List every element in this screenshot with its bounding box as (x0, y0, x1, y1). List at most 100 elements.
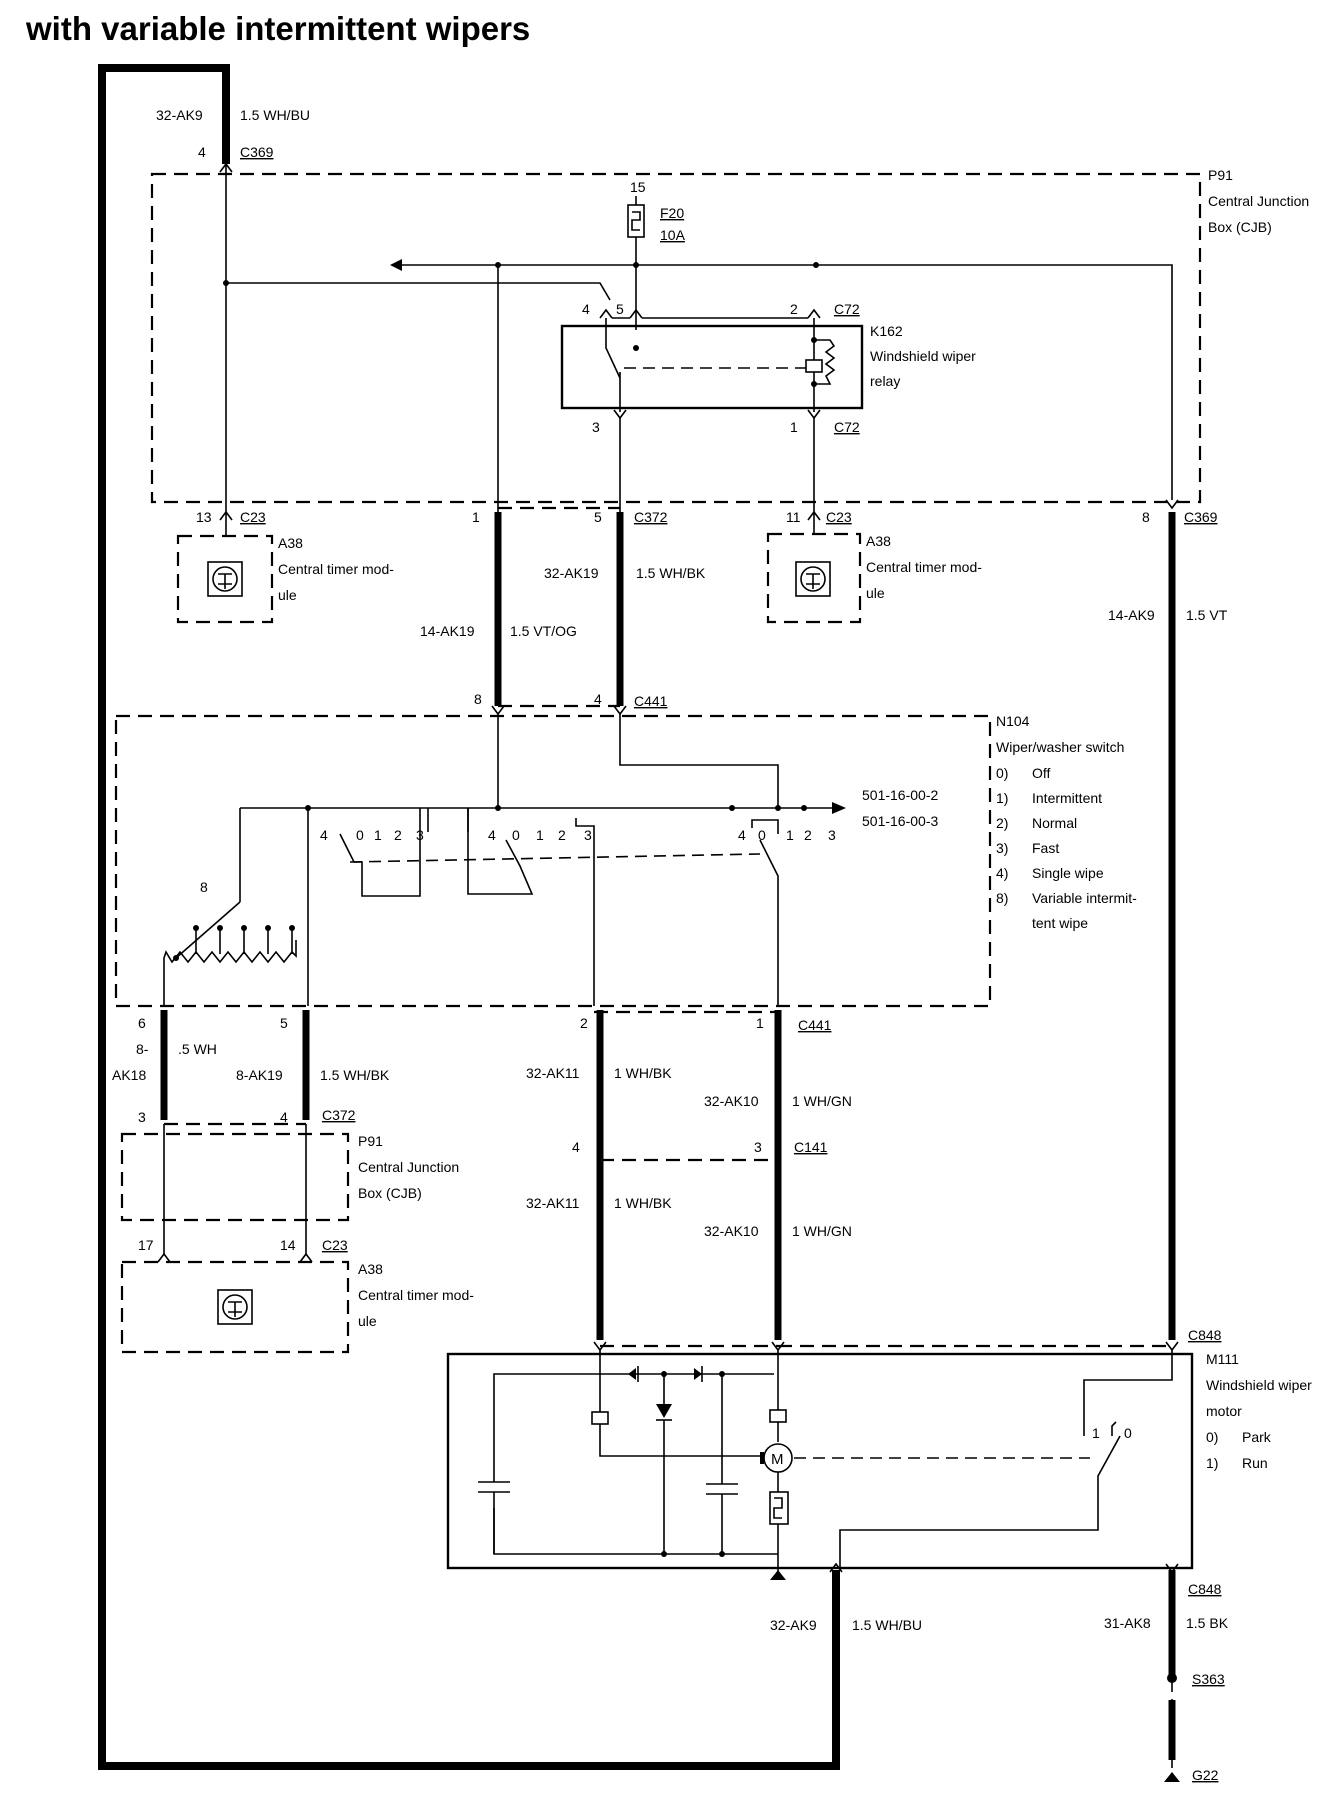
cjb-lower-id: P91 (358, 1133, 383, 1149)
diagram-title: with variable intermittent wipers (25, 10, 530, 47)
splice-icon (1167, 1673, 1177, 1683)
bottom-right-wire-code: 31-AK8 (1104, 1615, 1151, 1631)
capacitor-left-icon (478, 1481, 510, 1493)
cjb-pin-5: 5 (594, 509, 602, 525)
relay-connector-arrows-bottom (613, 409, 821, 420)
cjb-connector-c372: C372 (634, 509, 668, 525)
relay-contact-switch (605, 318, 621, 412)
contact-label: 2 (394, 827, 402, 843)
switch-pin-4: 4 (594, 691, 602, 707)
contact-label: 1 (786, 827, 794, 843)
wire-ak11-code-2: 32-AK11 (526, 1195, 580, 1211)
fuse-pin: 15 (630, 179, 646, 195)
timer-module-icon (207, 561, 243, 597)
cjb-top-box (150, 172, 1202, 504)
cjb-pin-8: 8 (1142, 509, 1150, 525)
junction-dot (811, 381, 817, 387)
cjb-connector-c369-right: C369 (1184, 509, 1218, 525)
motor-symbol: M (771, 1451, 784, 1468)
pin-top: 4 (198, 144, 206, 160)
thermal-fuse-element (773, 1497, 783, 1519)
contact-label: 4 (738, 827, 746, 843)
lower-mid-pin-4: 4 (572, 1139, 580, 1155)
cjb-connector-c23-right: C23 (826, 509, 852, 525)
fuse-id: F20 (660, 205, 684, 221)
pos-num: 3) (996, 840, 1008, 856)
contact-label: 2 (558, 827, 566, 843)
motor-pos-num: 0) (1206, 1429, 1218, 1445)
connector-arrows (157, 1252, 313, 1263)
contact-label: 0 (512, 827, 520, 843)
junction-dot (801, 805, 807, 811)
timer-left-id: A38 (278, 535, 303, 551)
bottom-right-wire-spec: 1.5 BK (1186, 1615, 1229, 1631)
variable-resistor-icon (163, 940, 297, 1006)
timer-right-name-2: ule (866, 585, 885, 601)
wire-ak10-spec-2: 1 WH/GN (792, 1223, 852, 1239)
junction-dot (173, 955, 179, 961)
wire-32-ak9-loop (98, 64, 840, 1770)
contact-label: 3 (828, 827, 836, 843)
bottom-left-wire-spec: 1.5 WH/BU (852, 1617, 922, 1633)
pos-num: 1) (996, 790, 1008, 806)
pos-num: 0) (996, 765, 1008, 781)
fuse-f20-icon (627, 204, 645, 238)
ground-icon (770, 1570, 786, 1580)
wire-bus-265 (398, 264, 1173, 500)
cjb-top-name-1: Central Junction (1208, 193, 1309, 209)
junction-dot (633, 262, 639, 268)
lower-pin-17: 17 (138, 1237, 154, 1253)
lower-mid-connector-c441: C441 (798, 1017, 832, 1033)
switch-n104-box (114, 714, 992, 1008)
timer-lower-name-2: ule (358, 1313, 377, 1329)
wire-ak19-lower-code: 8-AK19 (236, 1067, 283, 1083)
wire-ak11-spec-2: 1 WH/BK (614, 1195, 672, 1211)
wire-ak19-b-spec: 1.5 VT/OG (510, 623, 577, 639)
junction-dot (495, 805, 501, 811)
switch-wire (619, 714, 779, 808)
lower-pin-6: 6 (138, 1015, 146, 1031)
contact-label: 1 (536, 827, 544, 843)
ground-label: G22 (1192, 1767, 1219, 1783)
wire-ak18-code-1: 8- (136, 1041, 149, 1057)
junction-dot (811, 337, 817, 343)
junction-dot (241, 925, 247, 931)
motor-connector-top: C848 (1188, 1327, 1222, 1343)
motor-id: M111 (1206, 1351, 1239, 1367)
switch-contact-group-3: 4 0 1 2 3 (738, 819, 836, 1006)
switch-contact-group-2: 4 0 1 2 3 (467, 808, 595, 1006)
connector-arrows (491, 705, 627, 716)
timer-module-lower-box (120, 1260, 350, 1354)
connector-shell (498, 506, 620, 708)
contact-label: 3 (584, 827, 592, 843)
relay-connector-bottom: C72 (834, 419, 860, 435)
cjb-top-name-2: Box (CJB) (1208, 219, 1272, 235)
cjb-pin-13: 13 (196, 509, 212, 525)
wire-ak10-spec-1: 1 WH/GN (792, 1093, 852, 1109)
timer-lower-id: A38 (358, 1261, 383, 1277)
motor-m111-box (446, 1352, 1194, 1570)
relay-connector-top: C72 (834, 301, 860, 317)
relay-pin-4: 4 (582, 301, 590, 317)
arrow-left-icon (390, 259, 402, 271)
wire-ak18-code-2: AK18 (112, 1067, 146, 1083)
pos-num: 2) (996, 815, 1008, 831)
wire-ak10-code-2: 32-AK10 (704, 1223, 759, 1239)
wire-ak10-code-1: 32-AK10 (704, 1093, 759, 1109)
lower-connector-c372: C372 (322, 1107, 356, 1123)
lower-mid-pin-2: 2 (580, 1015, 588, 1031)
wire-ak19-a-code: 32-AK19 (544, 565, 599, 581)
cjb-lower-name-2: Box (CJB) (358, 1185, 422, 1201)
cjb-top-id: P91 (1208, 167, 1233, 183)
lower-mid-pin-1: 1 (756, 1015, 764, 1031)
connector-c369-top: C369 (240, 144, 274, 160)
lower-pin-14: 14 (280, 1237, 296, 1253)
timer-right-id: A38 (866, 533, 891, 549)
switch-blade (339, 808, 421, 897)
switch-linkage (349, 853, 761, 863)
capacitor-mid-icon (706, 1374, 738, 1554)
motor-brush (760, 1452, 764, 1464)
pos-label: tent wipe (1032, 915, 1088, 931)
wire-ak9-code: 14-AK9 (1108, 607, 1155, 623)
cjb-pin-11: 11 (786, 509, 801, 525)
